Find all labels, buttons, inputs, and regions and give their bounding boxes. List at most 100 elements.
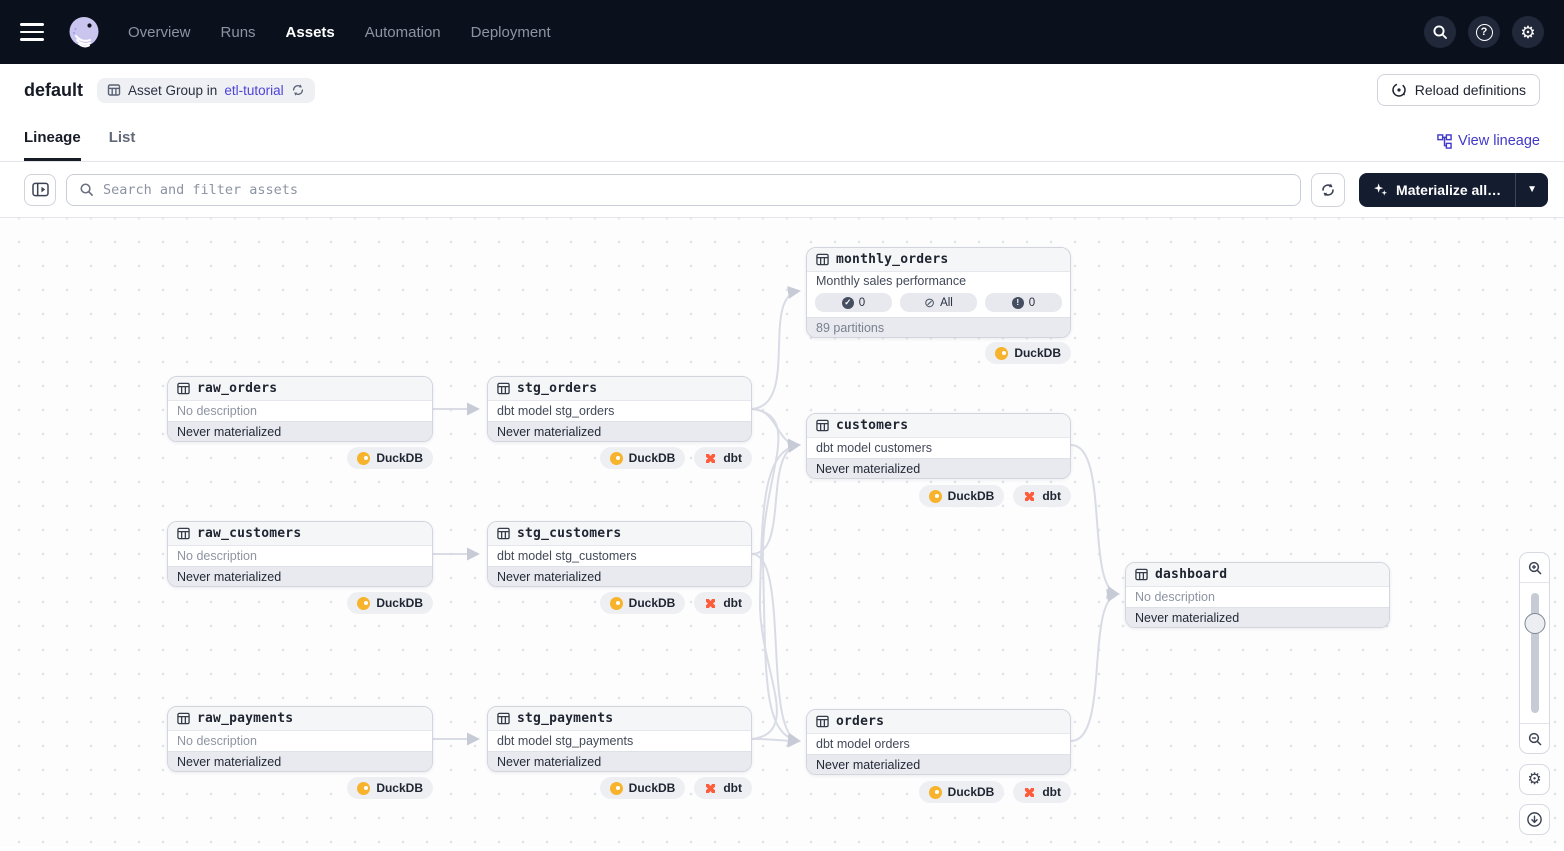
dbt-icon: [1023, 490, 1036, 503]
zoom-slider-track[interactable]: [1531, 593, 1539, 713]
dbt-badge[interactable]: dbt: [694, 592, 752, 614]
dbt-icon: [704, 782, 717, 795]
duckdb-badge[interactable]: DuckDB: [600, 777, 686, 799]
graph-settings-gear-icon[interactable]: ⚙: [1519, 764, 1550, 795]
refresh-icon[interactable]: [1311, 173, 1345, 207]
table-icon: [177, 527, 190, 540]
menu-icon[interactable]: [20, 23, 44, 41]
view-lineage-link[interactable]: View lineage: [1437, 133, 1540, 161]
nav-item-overview[interactable]: Overview: [128, 24, 191, 41]
toggle-sidebar-icon[interactable]: [24, 174, 56, 206]
table-icon: [497, 527, 510, 540]
nav-links: Overview Runs Assets Automation Deployme…: [128, 24, 551, 41]
duckdb-badge[interactable]: DuckDB: [919, 781, 1005, 803]
page-header: default Asset Group in etl-tutorial Relo…: [0, 64, 1564, 116]
asset-name: stg_payments: [517, 711, 613, 726]
asset-description: dbt model customers: [807, 438, 1070, 458]
sync-icon[interactable]: [291, 83, 305, 97]
code-location-icon: [1391, 82, 1407, 98]
dbt-badge[interactable]: dbt: [694, 447, 752, 469]
asset-status: Never materialized: [488, 421, 751, 441]
dbt-badge[interactable]: dbt: [1013, 485, 1071, 507]
code-location-link[interactable]: etl-tutorial: [224, 83, 283, 98]
asset-status: Never materialized: [807, 458, 1070, 478]
partition-count: 89 partitions: [807, 317, 1070, 337]
tab-list[interactable]: List: [109, 129, 136, 161]
search-input[interactable]: [103, 182, 1288, 198]
tabs-row: Lineage List View lineage: [0, 116, 1564, 162]
asset-node-stg-payments[interactable]: stg_payments dbt model stg_payments Neve…: [487, 706, 752, 772]
asset-name: monthly_orders: [836, 252, 948, 267]
search-icon[interactable]: [1424, 16, 1456, 48]
asset-search-bar: [66, 174, 1301, 206]
asset-node-raw-payments[interactable]: raw_payments No description Never materi…: [167, 706, 433, 772]
asset-name: raw_payments: [197, 711, 293, 726]
zoom-out-icon[interactable]: [1520, 723, 1549, 753]
table-icon: [177, 712, 190, 725]
nav-item-runs[interactable]: Runs: [221, 24, 256, 41]
nav-item-assets[interactable]: Assets: [286, 24, 335, 41]
duckdb-badge[interactable]: DuckDB: [347, 592, 433, 614]
dagster-logo[interactable]: [66, 14, 102, 50]
table-icon: [177, 382, 190, 395]
table-icon: [497, 382, 510, 395]
reload-definitions-button[interactable]: Reload definitions: [1377, 74, 1540, 106]
materialize-sparkle-icon: [1373, 182, 1388, 197]
page-title: default: [24, 80, 83, 101]
dbt-badge[interactable]: dbt: [1013, 781, 1071, 803]
duckdb-badge[interactable]: DuckDB: [347, 777, 433, 799]
nav-item-automation[interactable]: Automation: [365, 24, 441, 41]
duckdb-badge[interactable]: DuckDB: [600, 592, 686, 614]
materialize-all-button[interactable]: Materialize all…: [1359, 173, 1515, 207]
tab-lineage[interactable]: Lineage: [24, 129, 81, 161]
asset-node-customers[interactable]: customers dbt model customers Never mate…: [806, 413, 1071, 479]
asset-description: No description: [1126, 587, 1389, 607]
dbt-icon: [704, 597, 717, 610]
settings-gear-icon[interactable]: ⚙: [1512, 16, 1544, 48]
asset-node-dashboard[interactable]: dashboard No description Never materiali…: [1125, 562, 1390, 628]
duckdb-icon: [610, 597, 623, 610]
materialized-partitions-pill[interactable]: ✓0: [815, 293, 892, 312]
badge-row-raw-customers: DuckDB: [347, 592, 433, 614]
asset-description: dbt model stg_customers: [488, 546, 751, 566]
duckdb-icon: [995, 347, 1008, 360]
zoom-slider-handle[interactable]: [1524, 613, 1545, 634]
nav-item-deployment[interactable]: Deployment: [471, 24, 551, 41]
asset-group-badge: Asset Group in etl-tutorial: [97, 78, 315, 103]
top-navigation-bar: Overview Runs Assets Automation Deployme…: [0, 0, 1564, 64]
dbt-badge[interactable]: dbt: [694, 777, 752, 799]
help-icon[interactable]: ?: [1468, 16, 1500, 48]
missing-partitions-pill[interactable]: ⊘All: [900, 293, 977, 312]
asset-status: Never materialized: [168, 421, 432, 441]
asset-name: raw_orders: [197, 381, 277, 396]
badge-row-stg-customers: DuckDB dbt: [600, 592, 752, 614]
badge-row-monthly-orders: DuckDB: [985, 342, 1071, 364]
lineage-canvas[interactable]: monthly_orders Monthly sales performance…: [0, 218, 1564, 847]
asset-node-monthly-orders[interactable]: monthly_orders Monthly sales performance…: [806, 247, 1071, 338]
asset-name: stg_customers: [517, 526, 621, 541]
zoom-in-icon[interactable]: [1520, 553, 1549, 583]
duckdb-badge[interactable]: DuckDB: [347, 447, 433, 469]
asset-node-orders[interactable]: orders dbt model orders Never materializ…: [806, 709, 1071, 775]
duckdb-badge[interactable]: DuckDB: [919, 485, 1005, 507]
asset-node-stg-orders[interactable]: stg_orders dbt model stg_orders Never ma…: [487, 376, 752, 442]
download-graph-icon[interactable]: [1519, 804, 1550, 835]
duckdb-icon: [357, 782, 370, 795]
lineage-toolbar: Materialize all… ▼: [0, 162, 1564, 218]
badge-row-customers: DuckDB dbt: [919, 485, 1071, 507]
duckdb-icon: [610, 452, 623, 465]
asset-status: Never materialized: [168, 566, 432, 586]
asset-node-raw-orders[interactable]: raw_orders No description Never material…: [167, 376, 433, 442]
zoom-slider[interactable]: [1520, 583, 1549, 723]
dbt-icon: [1023, 786, 1036, 799]
asset-node-raw-customers[interactable]: raw_customers No description Never mater…: [167, 521, 433, 587]
exclamation-icon: !: [1012, 297, 1024, 309]
asset-status: Never materialized: [168, 751, 432, 771]
materialize-options-caret[interactable]: ▼: [1515, 173, 1548, 207]
badge-row-stg-payments: DuckDB dbt: [600, 777, 752, 799]
table-icon: [1135, 568, 1148, 581]
failed-partitions-pill[interactable]: !0: [985, 293, 1062, 312]
duckdb-badge[interactable]: DuckDB: [985, 342, 1071, 364]
duckdb-badge[interactable]: DuckDB: [600, 447, 686, 469]
asset-node-stg-customers[interactable]: stg_customers dbt model stg_customers Ne…: [487, 521, 752, 587]
